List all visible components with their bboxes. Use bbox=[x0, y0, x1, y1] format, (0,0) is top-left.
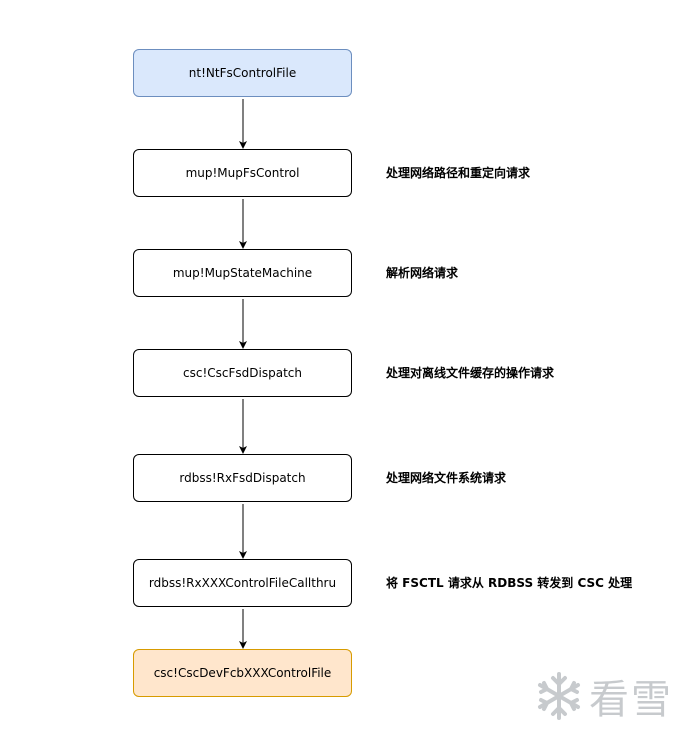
note-mupfscontrol: 处理网络路径和重定向请求 bbox=[386, 166, 531, 180]
note-mupstatemachine: 解析网络请求 bbox=[386, 266, 459, 280]
node-mupfscontrol: mup!MupFsControl bbox=[133, 149, 352, 197]
node-mupstatemachine: mup!MupStateMachine bbox=[133, 249, 352, 297]
watermark: 看雪 bbox=[533, 667, 673, 725]
node-cscdevfcbcontrolfile: csc!CscDevFcbXXXControlFile bbox=[133, 649, 352, 697]
watermark-text: 看雪 bbox=[589, 677, 673, 723]
note-rxcontrolfilecallthru: 将 FSCTL 请求从 RDBSS 转发到 CSC 处理 bbox=[386, 576, 633, 590]
node-cscfsddispatch: csc!CscFsdDispatch bbox=[133, 349, 352, 397]
node-rxcontrolfilecallthru: rdbss!RxXXXControlFileCallthru bbox=[133, 559, 352, 607]
node-rxfsddispatch: rdbss!RxFsdDispatch bbox=[133, 454, 352, 502]
note-cscfsddispatch: 处理对离线文件缓存的操作请求 bbox=[386, 366, 555, 380]
node-ntfscontrolfile: nt!NtFsControlFile bbox=[133, 49, 352, 97]
note-rxfsddispatch: 处理网络文件系统请求 bbox=[386, 471, 507, 485]
snowflake-icon bbox=[538, 672, 580, 720]
